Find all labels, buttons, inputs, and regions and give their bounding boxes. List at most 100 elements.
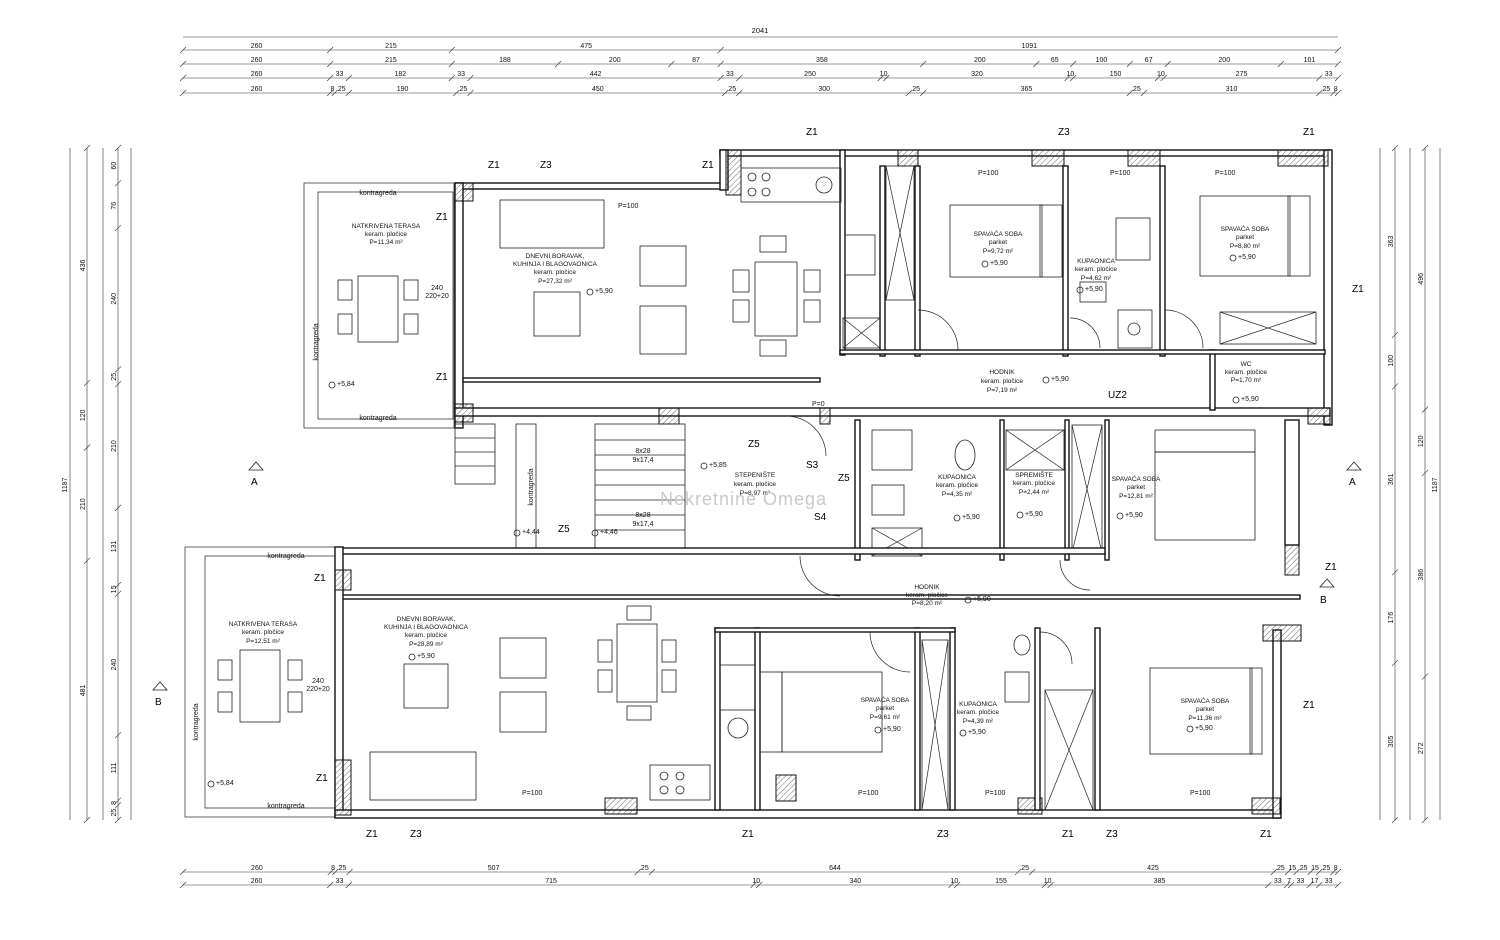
- left-dimension-chain: 1187 43612021048160762402521013115240111…: [62, 144, 132, 824]
- top-total-dimension: 2041: [752, 26, 769, 35]
- dimension-value: 200: [609, 57, 621, 64]
- dimension-tick: [1041, 881, 1049, 889]
- svg-text:Z1: Z1: [488, 160, 500, 171]
- svg-text:Z3: Z3: [1106, 829, 1118, 840]
- svg-text:Z5: Z5: [838, 473, 850, 484]
- svg-text:+5,85: +5,85: [709, 462, 727, 469]
- svg-text:P=27,32 m²: P=27,32 m²: [538, 278, 573, 285]
- dimension-tick: [668, 60, 675, 68]
- dimension-tick: [326, 60, 334, 68]
- dimension-value: 60: [111, 162, 118, 170]
- upper-terrace-table: [357, 275, 399, 343]
- dimension-value: 260: [251, 865, 263, 872]
- svg-text:S4: S4: [814, 512, 827, 523]
- dimension-tick: [179, 60, 187, 68]
- svg-text:220+20: 220+20: [306, 686, 330, 693]
- svg-text:P=100: P=100: [1215, 170, 1236, 177]
- dimension-value: 25: [339, 865, 347, 872]
- room-name: KUPAONICA: [938, 474, 976, 481]
- svg-text:+5,90: +5,90: [973, 596, 991, 603]
- dimension-tick: [721, 89, 729, 97]
- dimension-tick: [1306, 881, 1313, 889]
- dimension-tick: [1330, 89, 1337, 97]
- room-name: WC: [1241, 361, 1252, 368]
- svg-text:Z5: Z5: [748, 439, 760, 450]
- dimension-value: 475: [580, 43, 592, 50]
- svg-text:Z1: Z1: [1352, 284, 1364, 295]
- dimension-tick: [1293, 868, 1300, 876]
- svg-text:keram. pločice: keram. pločice: [405, 632, 447, 639]
- dimension-value: 101: [1304, 57, 1316, 64]
- dimension-tick: [83, 444, 91, 451]
- dimension-tick: [114, 144, 122, 152]
- dimension-tick: [467, 89, 474, 97]
- svg-text:+5,90: +5,90: [1241, 396, 1259, 403]
- svg-text:keram. pločice: keram. pločice: [1225, 369, 1267, 376]
- dimension-tick: [1283, 881, 1291, 889]
- misc-labels: kontragreda kontragreda kontragreda kont…: [193, 170, 1236, 810]
- dimension-tick: [1391, 816, 1399, 824]
- svg-text:Z3: Z3: [937, 829, 949, 840]
- dimension-value: 363: [1388, 236, 1395, 248]
- svg-text:P=4,35 m²: P=4,35 m²: [942, 491, 973, 498]
- dimension-value: 182: [394, 71, 406, 78]
- dimension-value: 25: [460, 86, 468, 93]
- dimension-tick: [326, 881, 334, 889]
- lower-dining-table: [616, 623, 658, 703]
- svg-text:+5,90: +5,90: [417, 653, 435, 660]
- dimension-tick: [1421, 406, 1429, 413]
- dimension-value: 188: [499, 57, 511, 64]
- dimension-tick: [634, 868, 641, 876]
- dimension-tick: [1391, 383, 1399, 390]
- svg-text:Z3: Z3: [540, 160, 552, 171]
- dimension-value: 300: [818, 86, 830, 93]
- dimension-value: 310: [1226, 86, 1238, 93]
- svg-text:Z5: Z5: [558, 524, 570, 535]
- svg-text:KUHINJA I BLAGOVAONICA: KUHINJA I BLAGOVAONICA: [513, 261, 598, 268]
- section-mark-b-left: B: [155, 697, 162, 708]
- dimension-value: 260: [251, 43, 263, 50]
- svg-text:P=8,97 m²: P=8,97 m²: [740, 490, 771, 497]
- dimension-tick: [114, 816, 122, 824]
- dimension-value: 340: [849, 878, 861, 885]
- dimension-value: 33: [1325, 878, 1333, 885]
- dimension-tick: [83, 144, 91, 152]
- svg-text:+4,44: +4,44: [522, 529, 540, 536]
- svg-text:8x28: 8x28: [635, 448, 650, 455]
- svg-text:240: 240: [312, 678, 324, 685]
- dimension-tick: [1265, 881, 1272, 889]
- watermark: Nekretnine Omega: [660, 489, 827, 509]
- dimension-value: 200: [974, 57, 986, 64]
- svg-text:Z1: Z1: [1325, 562, 1337, 573]
- dimension-value: 10: [1044, 878, 1052, 885]
- svg-text:keram. pločice: keram. pločice: [734, 481, 776, 488]
- dimension-tick: [1126, 60, 1133, 68]
- svg-text:P=12,81 m²: P=12,81 m²: [1119, 493, 1154, 500]
- dimension-tick: [83, 379, 91, 387]
- dimension-tick: [1316, 74, 1323, 82]
- dimension-value: 210: [111, 440, 118, 452]
- svg-text:+5,90: +5,90: [1125, 512, 1143, 519]
- room-name: KUPAONICA: [1077, 258, 1115, 265]
- dimension-value: 10: [752, 878, 760, 885]
- dimension-tick: [736, 89, 743, 97]
- dimension-value: 8: [1334, 86, 1338, 93]
- dimension-tick: [114, 590, 122, 598]
- room-name: STEPENIŠTE: [735, 470, 776, 479]
- svg-text:P=2,44 m²: P=2,44 m²: [1019, 489, 1050, 496]
- room-name: HODNIK: [914, 584, 940, 591]
- dimension-tick: [1334, 46, 1342, 54]
- svg-text:+5,90: +5,90: [962, 514, 980, 521]
- element-tags: Z1 Z3 Z1 Z1 Z3 Z1 Z1 Z1 Z1 UZ2 Z5 S3 Z5 …: [314, 127, 1364, 840]
- dimension-value: 25: [1322, 865, 1330, 872]
- dimension-tick: [179, 89, 187, 97]
- dimension-tick: [326, 74, 334, 82]
- svg-text:keram. pločice: keram. pločice: [242, 629, 284, 636]
- dimension-value: 25: [1021, 865, 1029, 872]
- svg-text:parket: parket: [1236, 234, 1254, 241]
- dimension-value: 25: [912, 86, 920, 93]
- svg-text:S3: S3: [806, 460, 819, 471]
- svg-text:+5,90: +5,90: [1195, 725, 1213, 732]
